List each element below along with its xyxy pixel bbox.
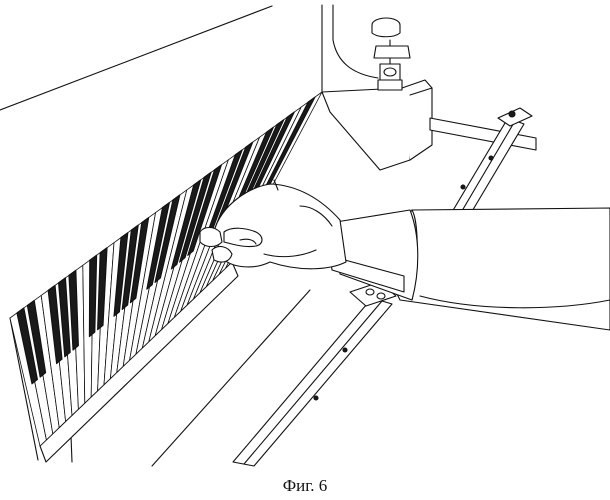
piano-side-post	[322, 5, 378, 92]
patent-figure-piano-keyboard-hand	[0, 0, 610, 470]
lower-rail	[233, 298, 392, 466]
thumb	[200, 228, 222, 247]
mounting-bracket	[322, 18, 432, 170]
figure-caption: Фиг. 6	[0, 476, 610, 496]
